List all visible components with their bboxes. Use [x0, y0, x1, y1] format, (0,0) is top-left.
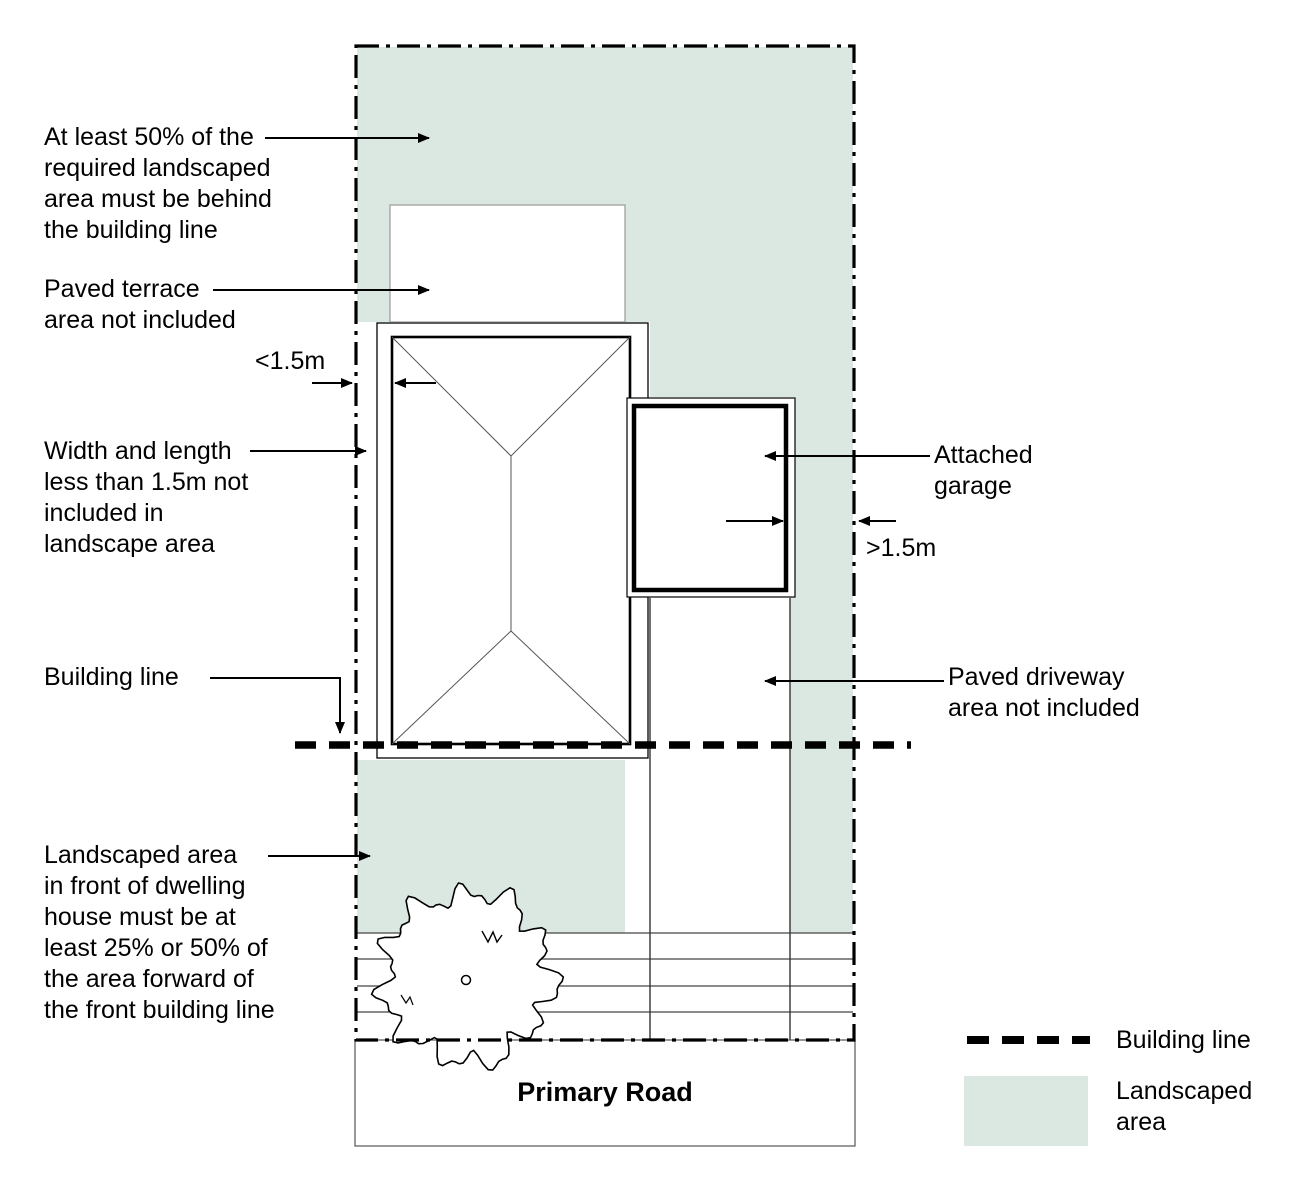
legend-landscaped-swatch — [964, 1076, 1088, 1146]
tree — [370, 882, 565, 1071]
arrow-building-line — [210, 677, 345, 734]
label-paved-terrace: Paved terrace area not included — [44, 275, 236, 334]
garage-wall-outline — [631, 403, 789, 593]
label-building-line: Building line — [44, 663, 179, 691]
lot-boundary — [354, 44, 856, 1042]
label-paved-driveway: Paved driveway area not included — [948, 663, 1140, 722]
label-behind-building-line: At least 50% of the required landscaped … — [44, 123, 272, 244]
paved-terrace-area — [389, 204, 626, 323]
legend-landscaped-label: Landscaped area — [1116, 1077, 1253, 1136]
hip-roof-lines — [391, 336, 631, 745]
tree-scribble-top — [481, 930, 503, 944]
label-width-length: Width and length less than 1.5m not incl… — [44, 437, 249, 558]
driveway-edges — [649, 598, 791, 1040]
tree-trunk-dot — [460, 974, 472, 986]
driveway-white-area — [625, 597, 790, 933]
label-dimension-right: >1.5m — [866, 534, 937, 562]
label-front-landscaped-area: Landscaped area in front of dwelling hou… — [44, 841, 275, 1024]
tree-scribble-left — [400, 994, 414, 1006]
annotation-arrows — [210, 133, 944, 861]
label-attached-garage: Attached garage — [934, 441, 1033, 500]
legend-building-line-label: Building line — [1116, 1026, 1251, 1054]
label-primary-road: Primary Road — [517, 1077, 693, 1107]
attached-garage — [626, 397, 796, 598]
dwelling-house — [376, 322, 649, 759]
label-dimension-left: <1.5m — [255, 347, 326, 375]
